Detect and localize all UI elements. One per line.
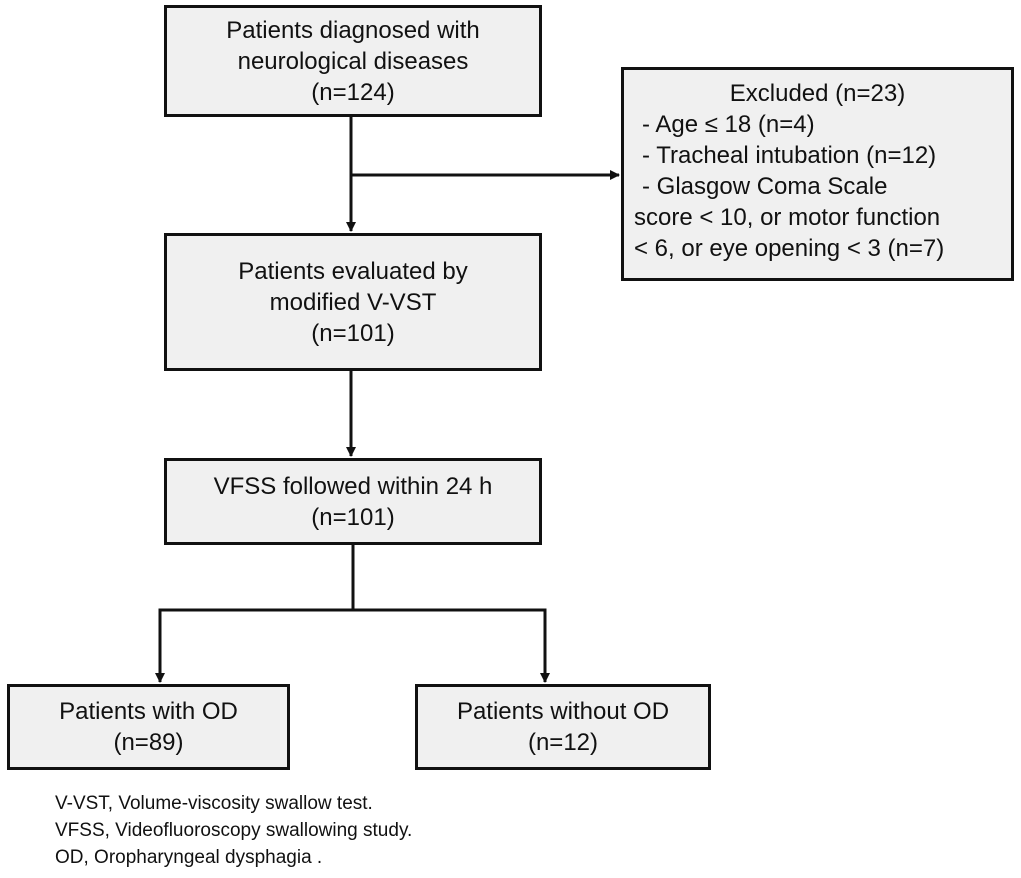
footnote: VFSS, Videofluoroscopy swallowing study. xyxy=(55,820,413,841)
box-patients-evaluated: Patients evaluated by modified V-VST (n=… xyxy=(164,233,542,371)
excluded-item-gcs: - Glasgow Coma Scale xyxy=(642,173,888,200)
footnote: OD, Oropharyngeal dysphagia . xyxy=(55,847,323,868)
footnotes: V-VST, Volume-viscosity swallow test. VF… xyxy=(55,790,412,871)
box-vfss: VFSS followed within 24 h (n=101) xyxy=(164,458,542,545)
box-count: (n=124) xyxy=(311,78,395,106)
box-count: (n=12) xyxy=(527,729,599,756)
box-patients-with-od: Patients with OD (n=89) xyxy=(7,684,290,770)
box-count: (n=101) xyxy=(311,319,395,347)
excluded-item-age: - Age ≤ 18 (n=4) xyxy=(642,111,815,138)
box-text: Patients evaluated by xyxy=(238,257,468,285)
excluded-title: Excluded (n=23) xyxy=(729,80,906,107)
footnote: V-VST, Volume-viscosity swallow test. xyxy=(55,793,373,814)
box-text: neurological diseases xyxy=(237,47,469,75)
box-count: (n=101) xyxy=(311,503,395,531)
box-text: VFSS followed within 24 h xyxy=(213,472,493,500)
split-connector-right xyxy=(353,608,550,683)
excluded-item-gcs-cont: score < 10, or motor function xyxy=(634,204,941,231)
box-patients-diagnosed: Patients diagnosed with neurological dis… xyxy=(164,5,542,117)
box-count: (n=89) xyxy=(113,729,184,756)
box-excluded: Excluded (n=23) - Age ≤ 18 (n=4) - Trach… xyxy=(621,67,1014,281)
split-connector xyxy=(155,545,355,683)
box-patients-without-od: Patients without OD (n=12) xyxy=(415,684,711,770)
box-text: Patients with OD xyxy=(59,698,238,725)
excluded-item-gcs-cont: < 6, or eye opening < 3 (n=7) xyxy=(634,235,945,262)
box-text: modified V-VST xyxy=(269,288,437,316)
excluded-item-intubation: - Tracheal intubation (n=12) xyxy=(642,142,937,169)
box-text: Patients without OD xyxy=(456,698,670,725)
box-text: Patients diagnosed with xyxy=(226,16,480,44)
